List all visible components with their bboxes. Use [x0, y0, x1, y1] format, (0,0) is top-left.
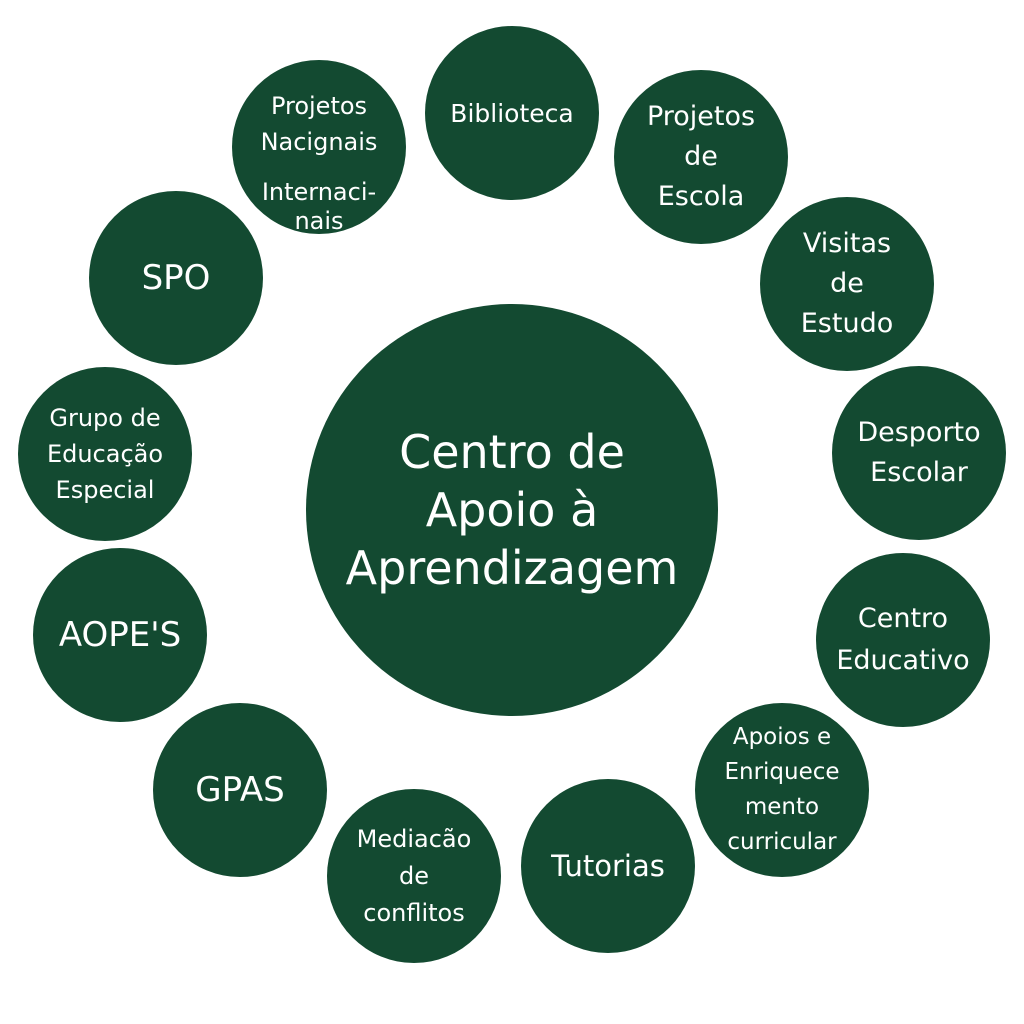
node-label: Educativo — [836, 645, 970, 676]
node-label: Especial — [55, 476, 155, 504]
node-label: Enriquece — [724, 759, 840, 785]
node-label: Mediacão — [356, 824, 472, 853]
node-label: nais — [294, 207, 344, 234]
node-label: Estudo — [800, 308, 894, 339]
node-desporto-escolar: Desporto Escolar — [832, 366, 1006, 540]
node-apoios-enriquecimento: Apoios e Enriquece mento curricular — [695, 703, 869, 877]
node-label: Projetos — [270, 92, 368, 120]
node-biblioteca: Biblioteca — [425, 26, 599, 200]
node-label: Internaci- — [261, 178, 377, 206]
node-label: Desporto — [857, 417, 981, 448]
node-label: SPO — [141, 257, 211, 298]
node-label: Escolar — [870, 457, 968, 488]
center-label: Apoio à — [425, 483, 599, 537]
node-label: Escola — [657, 181, 745, 212]
node-label: GPAS — [195, 769, 285, 810]
node-label: conflitos — [363, 898, 465, 927]
node-label: Nacignais — [260, 128, 378, 156]
node-label: de — [684, 141, 718, 172]
node-label: Apoios e — [732, 724, 832, 750]
node-label: mento — [744, 794, 820, 820]
node-visitas-estudo: Visitas de Estudo — [760, 197, 934, 371]
center-label: Aprendizagem — [345, 541, 679, 595]
node-label: Biblioteca — [450, 98, 574, 128]
node-projetos-escola: Projetos de Escola — [614, 70, 788, 244]
node-label: Projetos — [646, 101, 756, 132]
node-tutorias: Tutorias — [521, 779, 695, 953]
node-mediacao-conflitos: Mediacão de conflitos — [327, 789, 501, 963]
node-educacao-especial: Grupo de Educação Especial — [18, 367, 192, 541]
node-label: Tutorias — [551, 848, 665, 883]
node-label: Centro — [857, 603, 949, 634]
node-projetos-nacionais: Projetos Nacignais Internaci- nais — [232, 60, 406, 234]
node-label: Visitas — [802, 228, 892, 259]
node-aopes: AOPE'S — [33, 548, 207, 722]
node-label: Educação — [46, 440, 164, 468]
node-gpas: GPAS — [153, 703, 327, 877]
center-node: Centro de Apoio à Aprendizagem — [306, 304, 718, 716]
node-spo: SPO — [89, 191, 263, 365]
node-centro-educativo: Centro Educativo — [816, 553, 990, 727]
node-label: de — [830, 268, 864, 299]
node-label: AOPE'S — [58, 614, 182, 655]
node-label: Grupo de — [49, 404, 161, 432]
node-label: de — [399, 861, 429, 890]
node-label: curricular — [727, 829, 837, 855]
center-label: Centro de — [399, 425, 625, 479]
